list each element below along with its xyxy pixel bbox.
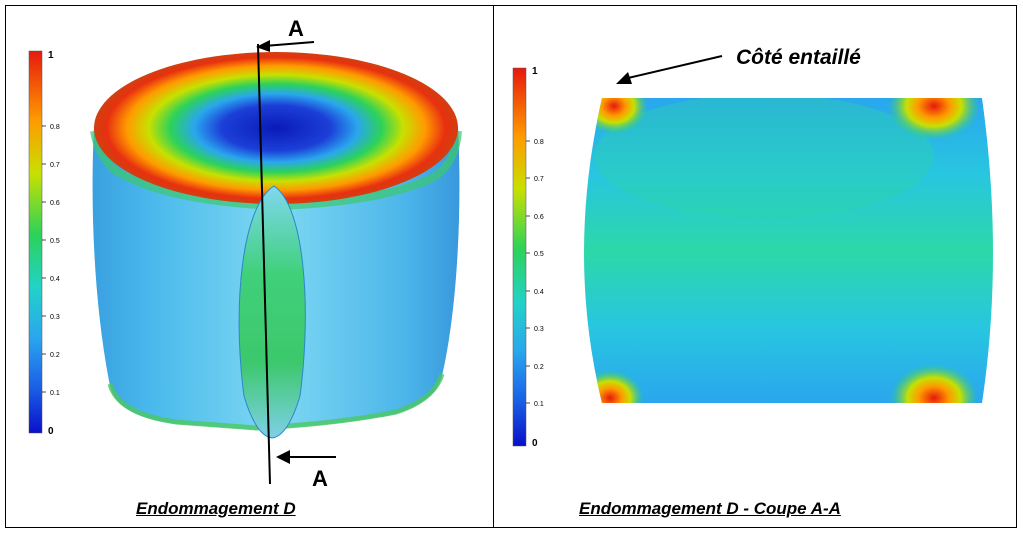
colorbar-tick-label: 0.2 (534, 364, 544, 371)
panel-damage-section: 1 0.8 0.7 0.6 0.5 0.4 0.3 0.2 0.1 0 Côté… (494, 6, 1016, 527)
colorbar-tick-label: 0.3 (534, 326, 544, 333)
section-label-top: A (288, 16, 304, 41)
colorbar-tick-label: 0.6 (50, 200, 60, 207)
panel-damage-3d: 1 0.8 0.7 0.6 0.5 0.4 0.3 0.2 0.1 0 A (6, 6, 493, 527)
colorbar-tick-label: 0.5 (50, 238, 60, 245)
colorbar-tick-label: 0.5 (534, 251, 544, 258)
colorbar-scale (28, 50, 43, 434)
colorbar-min-label: 0 (48, 426, 54, 437)
specimen-top-face (94, 52, 458, 204)
colorbar-max-label: 1 (532, 66, 538, 77)
colorbar-tick-label: 0.7 (534, 176, 544, 183)
colorbar-tick-label: 0.7 (50, 162, 60, 169)
notched-side-label: Côté entaillé (736, 46, 861, 69)
figure-frame (5, 5, 1017, 528)
caption-damage: Endommagement D (136, 499, 296, 518)
caption-damage-section: Endommagement D - Coupe A-A (579, 499, 841, 518)
section-arrow-bottom (276, 450, 336, 464)
colorbar-tick-label: 0.2 (50, 352, 60, 359)
damage-section-figure: 1 0.8 0.7 0.6 0.5 0.4 0.3 0.2 0.1 0 Côté… (512, 46, 993, 449)
low-damage-zone-top (664, 98, 864, 160)
colorbar-max-label: 1 (48, 50, 54, 61)
hot-corner-top-left (584, 98, 648, 134)
colorbar-tick-label: 0.3 (50, 314, 60, 321)
colorbar-tick-label: 0.4 (534, 289, 544, 296)
colorbar-tick-label: 0.1 (534, 401, 544, 408)
damage-3d-figure: 1 0.8 0.7 0.6 0.5 0.4 0.3 0.2 0.1 0 A (28, 16, 462, 491)
colorbar-scale (512, 67, 527, 447)
colorbar-tick-label: 0.6 (534, 214, 544, 221)
section-arrow-top (256, 40, 315, 52)
panel-divider (493, 5, 494, 528)
low-damage-zone-bottom (664, 341, 864, 403)
colorbar-ticks (526, 140, 530, 404)
hot-corner-bottom-left (584, 370, 644, 403)
hot-corner-top-right (888, 98, 980, 140)
colorbar-tick-label: 0.8 (534, 139, 544, 146)
colorbar-ticks (42, 125, 46, 393)
annotation-arrow (616, 55, 723, 84)
hot-corner-bottom-right (890, 364, 978, 403)
colorbar-min-label: 0 (532, 438, 538, 449)
bottom-edge-damage (107, 373, 445, 431)
colorbar-tick-label: 0.1 (50, 390, 60, 397)
section-line (257, 43, 271, 485)
notch (238, 185, 306, 439)
section-field (584, 98, 993, 403)
colorbar-tick-label: 0.4 (50, 276, 60, 283)
colorbar-tick-label: 0.8 (50, 124, 60, 131)
section-label-bottom: A (312, 466, 328, 491)
